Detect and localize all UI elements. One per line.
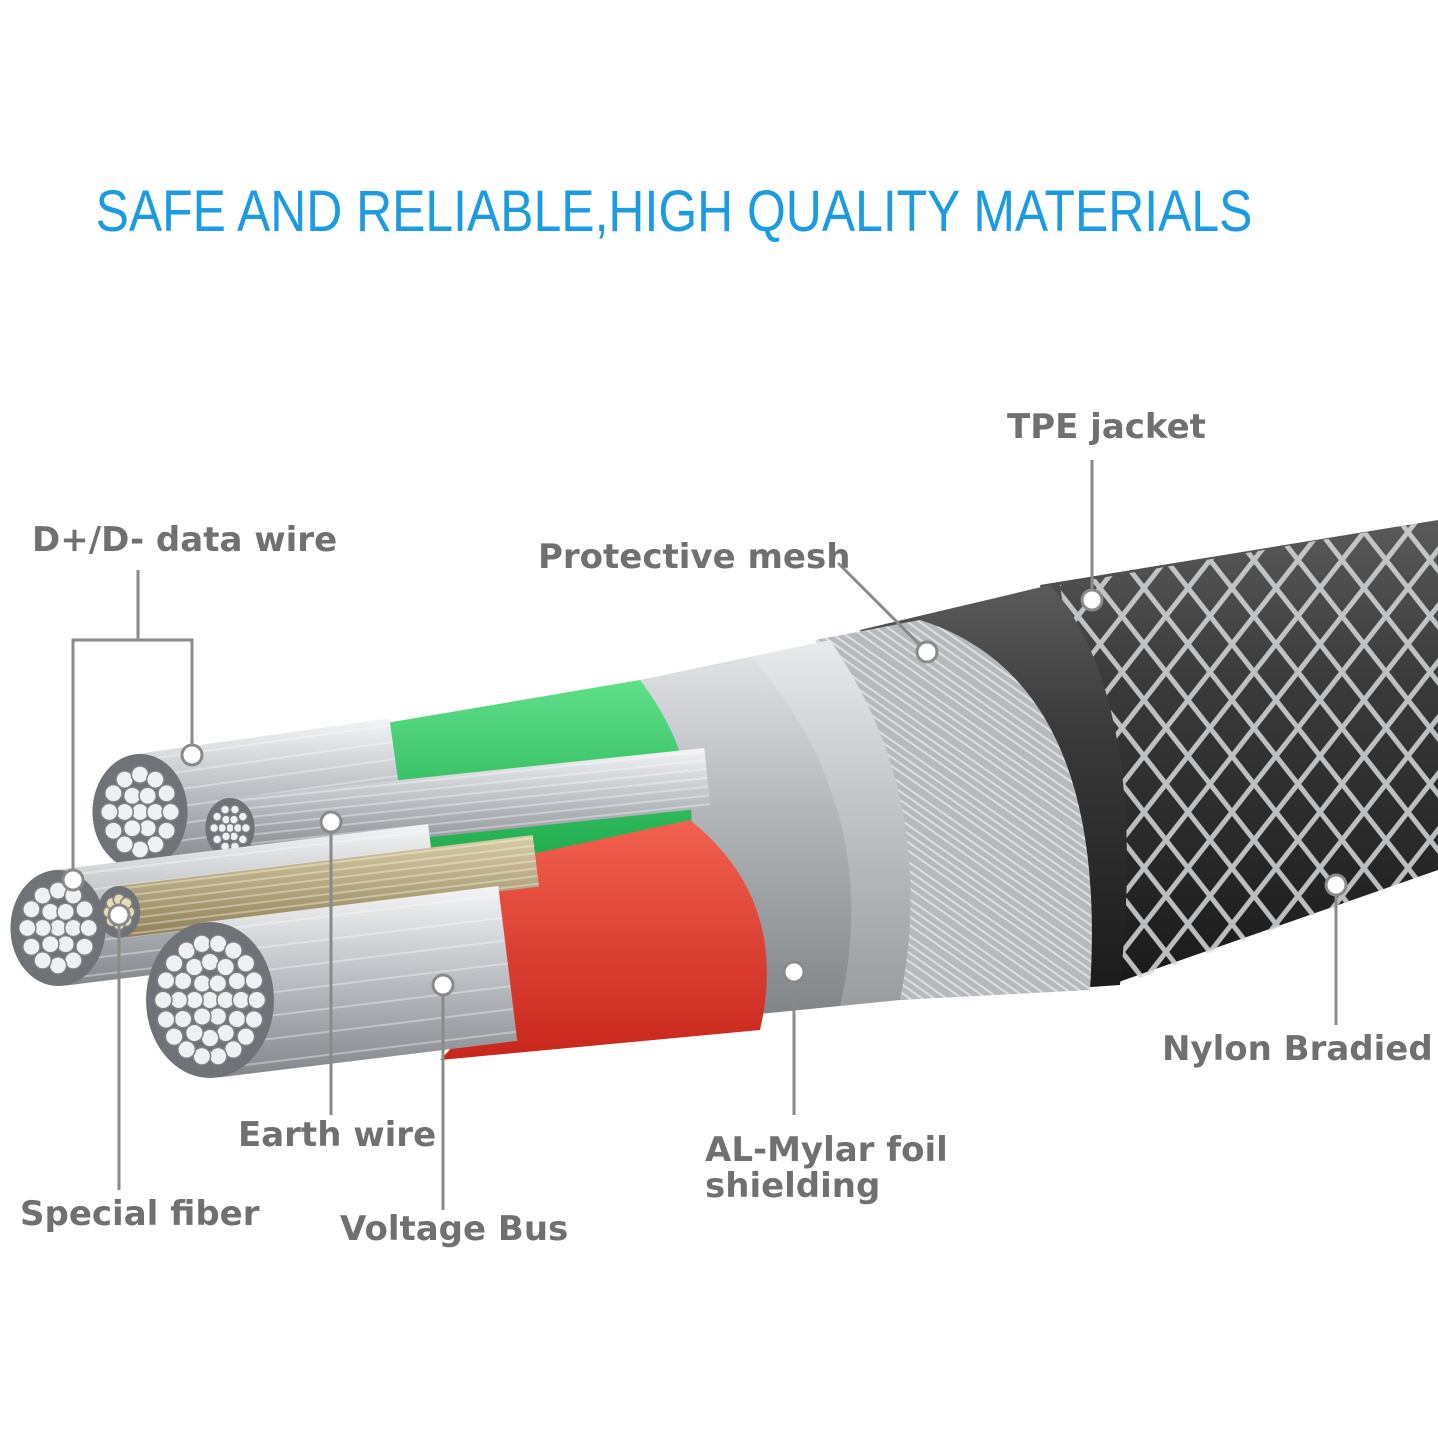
nylon-braid-sleeve	[1040, 520, 1438, 985]
dot-voltage-bus	[431, 973, 455, 997]
protective-mesh-layer	[815, 620, 1092, 1000]
label-nylon-braided: Nylon Bradied	[1162, 1029, 1433, 1069]
label-protective-mesh: Protective mesh	[538, 537, 851, 577]
label-tpe-jacket: TPE jacket	[1007, 407, 1206, 447]
dot-al-mylar	[782, 960, 806, 984]
dot-nylon-braided	[1324, 873, 1348, 897]
label-earth-wire: Earth wire	[238, 1115, 437, 1155]
leader-protective-mesh	[836, 561, 929, 654]
dot-tpe-jacket	[1080, 588, 1104, 612]
leader-lines	[71, 460, 1338, 1210]
label-voltage-bus: Voltage Bus	[340, 1209, 569, 1249]
voltage-bus-bundle	[146, 886, 518, 1078]
leader-data-wire-bracket	[71, 638, 194, 880]
label-al-mylar-foil: AL-Mylar foil shielding	[705, 1130, 948, 1206]
dot-protective-mesh	[915, 640, 939, 664]
dot-special-fiber	[107, 903, 131, 927]
callout-dots	[61, 588, 1348, 997]
label-data-wire: D+/D- data wire	[32, 520, 338, 560]
headline: SAFE AND RELIABLE,HIGH QUALITY MATERIALS	[95, 179, 1253, 244]
dot-earth-wire	[319, 810, 343, 834]
label-special-fiber: Special fiber	[20, 1194, 260, 1234]
dot-data-wire-bottom	[61, 868, 85, 892]
dot-data-wire-top	[180, 743, 204, 767]
